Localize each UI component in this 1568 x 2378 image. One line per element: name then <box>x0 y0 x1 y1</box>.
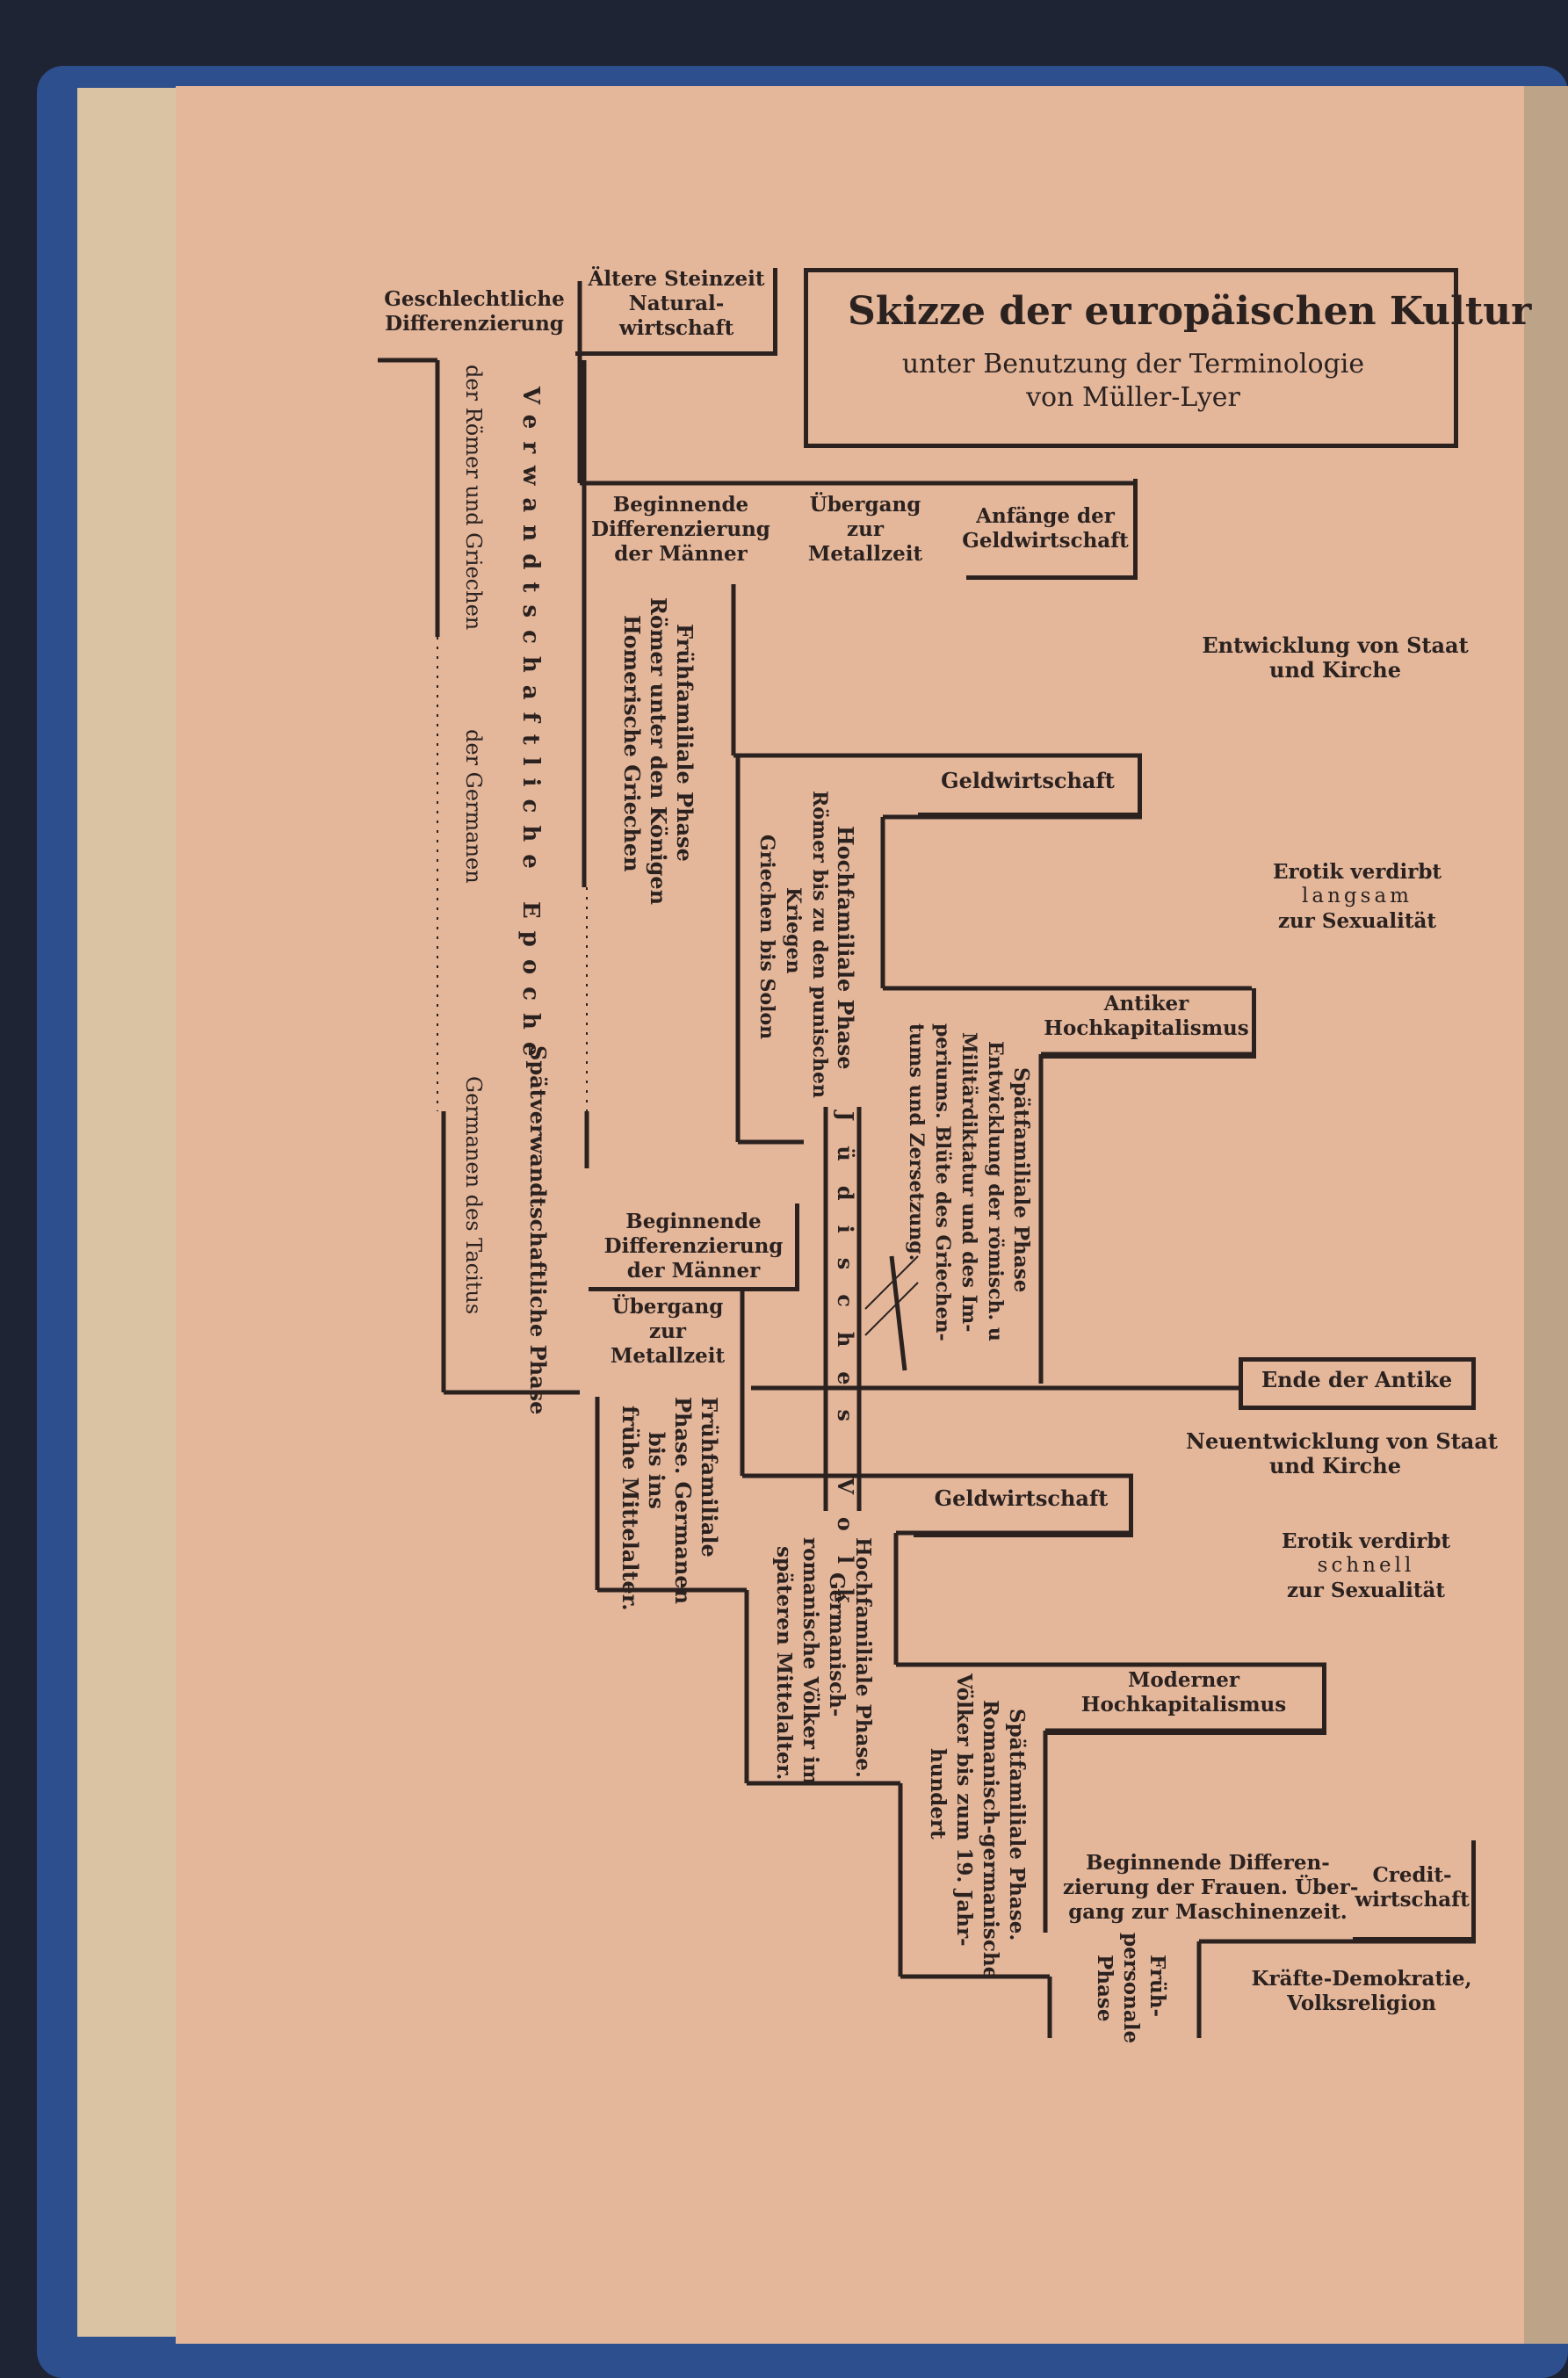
ancient-spaetfam-4: periums. Blüte des Griechen- <box>931 1023 953 1341</box>
fruehpers-1: Früh- <box>1145 1955 1168 2017</box>
modkap-1: Moderner <box>1045 1669 1322 1692</box>
germanic-spaetfam-2: Romanisch-germanische <box>979 1700 1001 1979</box>
germanic-beginnende-1: Beginnende <box>590 1211 797 1233</box>
ancient-uebergang-1: Übergang <box>786 494 944 517</box>
neu-1: Neuentwicklung von Staat <box>1186 1430 1485 1454</box>
germanic-hochfam-4: späteren Mittelalter. <box>772 1546 795 1780</box>
erotik-1: Erotik verdirbt <box>1256 861 1458 884</box>
fruehpers-2: personale <box>1119 1933 1142 2043</box>
ancient-spaetfam-2: Entwicklung der römisch. u <box>984 1041 1006 1341</box>
frauen-3: gang zur Maschinenzeit. <box>1063 1901 1353 1924</box>
steinzeit-line-2: Natural- <box>580 293 773 315</box>
germanic-hochfam-2: Germanisch- <box>825 1572 848 1717</box>
frauen-1: Beginnende Differen- <box>1063 1852 1353 1875</box>
ancient-fruehfam-3: Homerische Griechen <box>619 615 643 872</box>
credit-2: wirtschaft <box>1353 1889 1471 1912</box>
verwandtschaftliche-epoche-label: Verwandtschaftliche Epoche <box>517 387 543 1068</box>
ancient-beginnende-2: Differenzierung <box>584 518 777 541</box>
erotik-2: langsam <box>1256 885 1458 908</box>
ancient-spaetfam-3: Militärdiktatur und des Im- <box>957 1032 979 1332</box>
germanen-tacitus-label: Germanen des Tacitus <box>461 1076 485 1314</box>
germanic-spaetfam-4: hundert <box>926 1748 949 1840</box>
germanic-beginnende-3: der Männer <box>590 1260 797 1283</box>
romer-griechen-label: der Römer und Griechen <box>461 365 485 630</box>
germanic-fruehfam-2: Phase. Germanen <box>670 1397 694 1604</box>
ancient-uebergang-3: Metallzeit <box>786 543 944 566</box>
ende-antike-label: Ende der Antike <box>1240 1369 1473 1392</box>
ancient-beginnende-3: der Männer <box>584 543 777 566</box>
germanic-hochfam-1: Hochfamiliale Phase. <box>851 1537 874 1778</box>
erotik2-3: zur Sexualität <box>1265 1579 1467 1602</box>
modkap-2: Hochkapitalismus <box>1045 1694 1322 1717</box>
ancient-spaetfam-5: tums und Zersetzung. <box>905 1023 927 1261</box>
ancient-fruehfam-2: Römer unter den Königen <box>646 597 669 905</box>
germanen-label: der Germanen <box>461 729 485 884</box>
staat-2: und Kirche <box>1195 659 1476 683</box>
ancient-fruehfam-1: Frühfamiliale Phase <box>672 624 696 862</box>
germanic-fruehfam-1: Frühfamiliale <box>697 1397 720 1558</box>
frauen-2: zierung der Frauen. Über- <box>1063 1876 1353 1899</box>
antiker-1: Antiker <box>1041 993 1252 1016</box>
credit-1: Credit- <box>1353 1864 1471 1887</box>
geschlechtliche-header-2: Differenzierung <box>378 313 571 336</box>
germanic-hochfam-3: romanische Völker im <box>798 1537 821 1785</box>
germanic-uebergang-1: Übergang <box>597 1296 738 1319</box>
ancient-hochfam-4: Griechen bis Solon <box>755 835 777 1039</box>
ancient-spaetfam-1: Spätfamiliale Phase <box>1009 1067 1032 1292</box>
ancient-hochfam-2: Römer bis zu den punischen <box>808 791 830 1098</box>
ancient-hochfam-3: Kriegen <box>782 887 804 973</box>
antiker-2: Hochkapitalismus <box>1041 1017 1252 1040</box>
germanic-beginnende-2: Differenzierung <box>590 1235 797 1258</box>
germanic-fruehfam-3: bis ins <box>644 1432 668 1509</box>
ancient-geldwirtschaft: Geldwirtschaft <box>918 770 1138 793</box>
diagram-subtitle-2: von Müller-Lyer <box>848 383 1419 413</box>
erotik-3: zur Sexualität <box>1256 910 1458 933</box>
anfaenge-2: Geldwirtschaft <box>962 530 1129 553</box>
germanic-fruehfam-4: frühe Mittelalter. <box>618 1406 641 1611</box>
steinzeit-line-1: Ältere Steinzeit <box>580 268 773 291</box>
erotik2-1: Erotik verdirbt <box>1265 1530 1467 1553</box>
diagram-title: Skizze der europäischen Kultur <box>848 290 1419 333</box>
spaetverwandtschaftliche-phase-label: Spätverwandtschaftliche Phase <box>525 1045 549 1414</box>
ancient-uebergang-2: zur <box>786 518 944 541</box>
fruehpers-3: Phase <box>1093 1955 1116 2022</box>
kraefte-2: Volksreligion <box>1247 1992 1476 2015</box>
ancient-beginnende-1: Beginnende <box>584 494 777 517</box>
germanic-spaetfam-3: Völker bis zum 19. Jahr- <box>952 1673 975 1947</box>
staat-1: Entwicklung von Staat <box>1195 634 1476 658</box>
geschlechtliche-header-1: Geschlechtliche <box>378 288 571 311</box>
diagram-subtitle-1: unter Benutzung der Terminologie <box>848 350 1419 379</box>
germanic-uebergang-3: Metallzeit <box>597 1345 738 1368</box>
germanic-geldwirtschaft: Geldwirtschaft <box>914 1487 1129 1511</box>
germanic-spaetfam-1: Spätfamiliale Phase. <box>1005 1709 1028 1941</box>
erotik2-2: schnell <box>1265 1555 1467 1578</box>
ancient-hochfam-1: Hochfamiliale Phase <box>833 826 856 1070</box>
anfaenge-1: Anfänge der <box>962 505 1129 528</box>
kraefte-1: Kräfte-Demokratie, <box>1247 1968 1476 1991</box>
steinzeit-line-3: wirtschaft <box>580 317 773 340</box>
neu-2: und Kirche <box>1186 1455 1485 1478</box>
germanic-uebergang-2: zur <box>597 1320 738 1343</box>
